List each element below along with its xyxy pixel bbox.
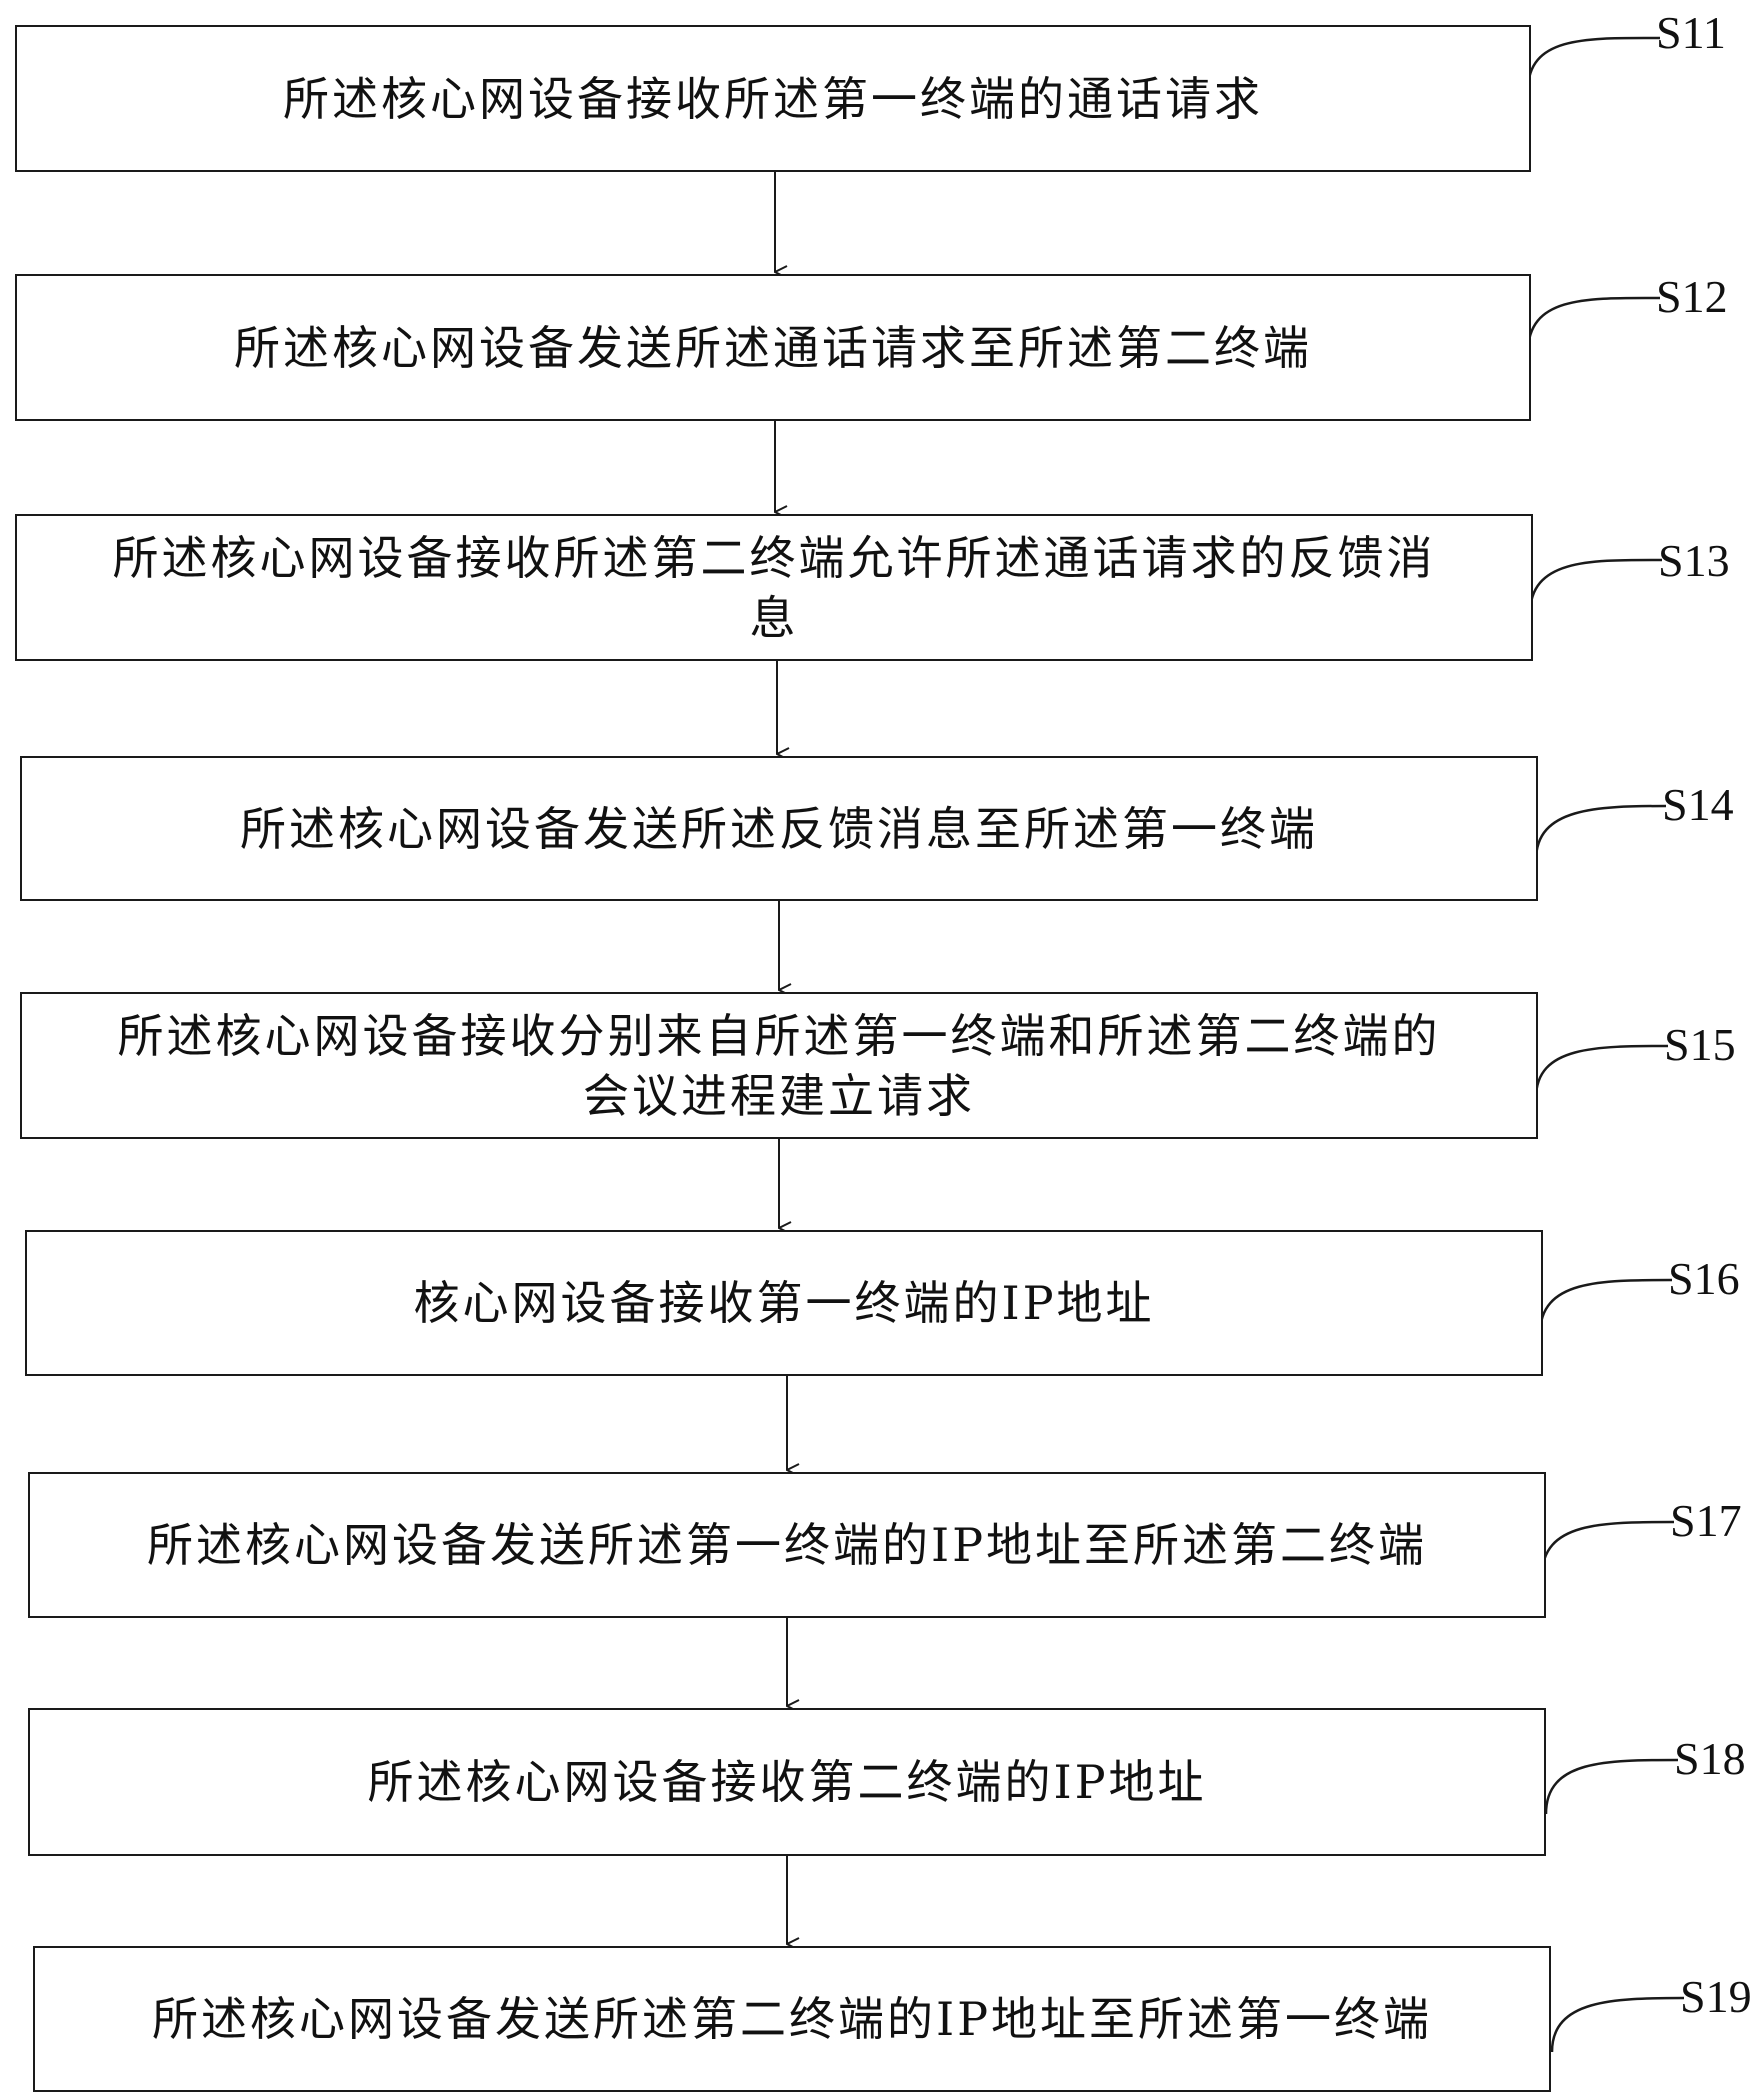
step-text-s14: 所述核心网设备发送所述反馈消息至所述第一终端 [240, 801, 1318, 856]
step-text-s17: 所述核心网设备发送所述第一终端的IP地址至所述第二终端 [146, 1518, 1428, 1572]
leader-s18 [1544, 1758, 1679, 1815]
step-text-s11: 所述核心网设备接收所述第一终端的通话请求 [283, 71, 1263, 126]
step-label-s16: S16 [1668, 1253, 1740, 1304]
step-box-s13: 所述核心网设备接收所述第二终端允许所述通话请求的反馈消 息 [15, 514, 1533, 661]
step-box-s19: 所述核心网设备发送所述第二终端的IP地址至所述第一终端 [33, 1946, 1551, 2092]
step-box-s12: 所述核心网设备发送所述通话请求至所述第二终端 [15, 274, 1531, 421]
step-text-s12: 所述核心网设备发送所述通话请求至所述第二终端 [234, 320, 1312, 375]
step-box-s11: 所述核心网设备接收所述第一终端的通话请求 [15, 25, 1531, 172]
step-label-s13: S13 [1658, 535, 1730, 586]
leader-s15 [1534, 1044, 1669, 1099]
step-box-s15: 所述核心网设备接收分别来自所述第一终端和所述第二终端的 会议进程建立请求 [20, 992, 1538, 1139]
leader-s13 [1528, 558, 1663, 615]
leader-s14 [1534, 804, 1667, 861]
leader-s11 [1526, 36, 1661, 91]
step-label-s18: S18 [1674, 1733, 1746, 1784]
leader-s19 [1550, 1996, 1685, 2053]
step-label-s15: S15 [1664, 1019, 1736, 1070]
step-box-s14: 所述核心网设备发送所述反馈消息至所述第一终端 [20, 756, 1538, 901]
step-label-s19: S19 [1680, 1971, 1752, 2022]
step-box-s18: 所述核心网设备接收第二终端的IP地址 [28, 1708, 1546, 1856]
step-text-s19: 所述核心网设备发送所述第二终端的IP地址至所述第一终端 [151, 1992, 1433, 2046]
step-label-s11: S11 [1656, 7, 1726, 58]
step-label-s17: S17 [1670, 1495, 1742, 1546]
step-label-s12: S12 [1656, 271, 1728, 322]
step-text-s15: 所述核心网设备接收分别来自所述第一终端和所述第二终端的 会议进程建立请求 [117, 1008, 1441, 1123]
leader-s16 [1538, 1278, 1673, 1335]
step-box-s16: 核心网设备接收第一终端的IP地址 [25, 1230, 1543, 1376]
step-text-s18: 所述核心网设备接收第二终端的IP地址 [367, 1755, 1207, 1809]
step-text-s16: 核心网设备接收第一终端的IP地址 [413, 1276, 1155, 1330]
step-text-s13: 所述核心网设备接收所述第二终端允许所述通话请求的反馈消 息 [112, 530, 1436, 645]
leader-s12 [1526, 296, 1661, 353]
step-box-s17: 所述核心网设备发送所述第一终端的IP地址至所述第二终端 [28, 1472, 1546, 1618]
leader-s17 [1540, 1520, 1675, 1577]
step-label-s14: S14 [1662, 779, 1734, 830]
